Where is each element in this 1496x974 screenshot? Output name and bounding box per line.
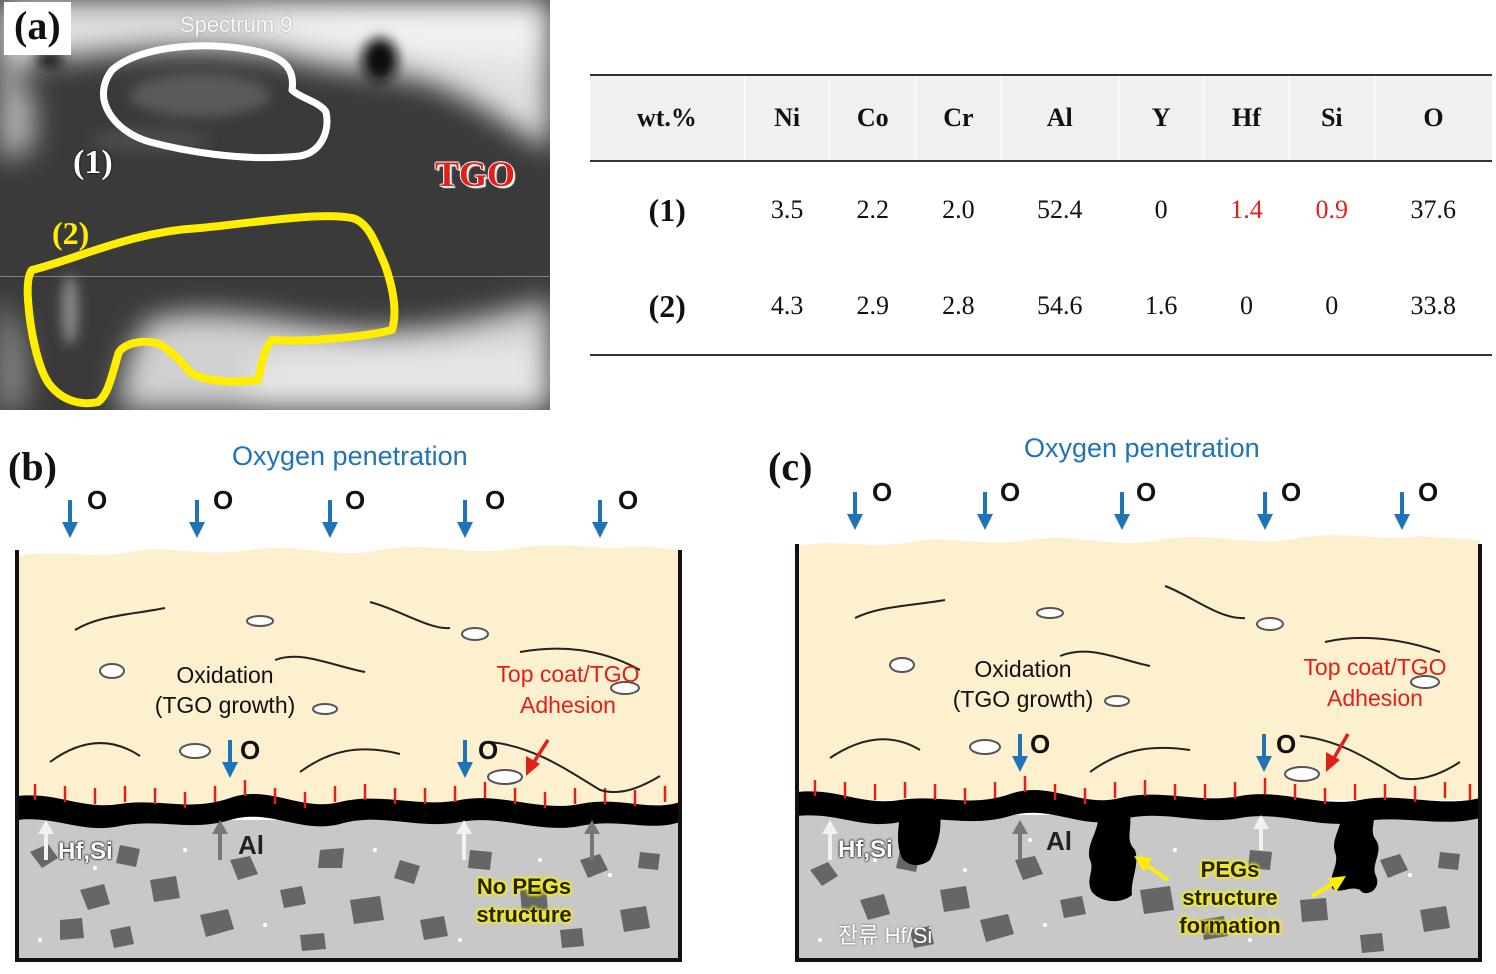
region-1-outline: [100, 42, 331, 162]
oxidation-label: Oxidation (TGO growth): [145, 660, 305, 720]
panel-c-title: Oxygen penetration: [1024, 433, 1260, 463]
header-ni: Ni: [743, 74, 830, 162]
oxygen-symbol: O: [1418, 477, 1439, 507]
table-cell: 2.0: [942, 195, 975, 224]
composition-table: wt.% Ni Co Cr Al Y Hf Si O (1) 3.5 2.2 2…: [590, 74, 1492, 356]
oxygen-symbol: O: [1030, 729, 1051, 759]
table-cell: 0: [1154, 195, 1168, 224]
oxygen-symbol: O: [1000, 477, 1021, 507]
oxygen-symbol: O: [485, 485, 506, 515]
region-1-label: (1): [73, 144, 113, 181]
tgo-label: TGO: [435, 154, 516, 194]
adhesion-line2: Adhesion: [520, 692, 616, 718]
oxygen-symbol: O: [1136, 477, 1157, 507]
note-line1: No PEGs: [476, 874, 572, 899]
row-label: (1): [648, 191, 686, 228]
oxygen-symbol: O: [618, 485, 639, 515]
oxygen-symbol: O: [87, 485, 108, 515]
table-cell: 2.8: [915, 258, 1002, 356]
oxygen-symbol: O: [478, 735, 499, 765]
sem-image-panel: [0, 0, 550, 410]
oxygen-symbol: O: [1281, 477, 1302, 507]
adhesion-line1: Top coat/TGO: [496, 661, 640, 687]
table-cell: 0: [1203, 258, 1290, 356]
region-2-outline: [23, 212, 399, 408]
region-2-label: (2): [52, 215, 90, 251]
oxygen-symbol: O: [240, 735, 261, 765]
panel-b-title: Oxygen penetration: [232, 441, 468, 471]
table-row: (2) 4.3 2.9 2.8 54.6 1.6 0 0 33.8: [590, 258, 1492, 356]
oxygen-symbol: O: [872, 477, 893, 507]
oxidation-line2: (TGO growth): [952, 686, 1094, 712]
adhesion-line2: Adhesion: [1327, 685, 1423, 711]
hfsi-label: Hf,Si: [838, 836, 893, 863]
header-unit: wt.%: [590, 74, 745, 162]
hfsi-label: Hf,Si: [58, 838, 113, 865]
no-pegs-note: No PEGs structure: [456, 873, 592, 929]
schematic-c: [780, 420, 1496, 969]
table-cell: 54.6: [1001, 258, 1119, 356]
oxygen-symbol: O: [213, 485, 234, 515]
oxygen-symbol: O: [1276, 729, 1297, 759]
adhesion-label: Top coat/TGO Adhesion: [1290, 652, 1460, 714]
note-line2: structure: [1182, 885, 1278, 910]
row-label: (2): [590, 258, 745, 356]
table-row: (1) 3.5 2.2 2.0 52.4 0 1.4 0.9 37.6: [590, 161, 1492, 258]
table-cell-highlight: 0.9: [1315, 195, 1349, 224]
schematic-b: [0, 420, 700, 969]
table-cell: 2.2: [856, 195, 889, 224]
table-cell: 52.4: [1037, 195, 1083, 224]
note-line1: PEGs: [1200, 857, 1260, 882]
oxidation-line1: Oxidation: [974, 656, 1072, 682]
table-cell: 4.3: [744, 258, 830, 356]
al-label: Al: [238, 830, 264, 860]
oxygen-symbol: O: [345, 485, 366, 515]
panel-c-label: (c): [768, 444, 813, 489]
table-cell: 2.9: [829, 258, 916, 356]
table-cell: 33.8: [1374, 258, 1492, 356]
panel-b-label: (b): [8, 444, 57, 489]
adhesion-line1: Top coat/TGO: [1303, 654, 1447, 680]
header-al: Al: [1000, 74, 1119, 162]
panel-a-label: (a): [4, 2, 71, 55]
note-line3: formation: [1179, 913, 1281, 938]
table-cell: 1.6: [1118, 258, 1204, 356]
pegs-formation-note: PEGs structure formation: [1162, 856, 1298, 940]
header-hf: Hf: [1203, 74, 1290, 162]
table-cell: 3.5: [770, 195, 804, 224]
table-header-row: wt.% Ni Co Cr Al Y Hf Si O: [590, 74, 1492, 162]
oxidation-line1: Oxidation: [176, 662, 274, 688]
table-cell: 37.6: [1410, 195, 1456, 224]
residual-label: 잔류 Hf/Si: [838, 923, 933, 948]
al-label: Al: [1046, 826, 1072, 856]
header-o: O: [1373, 74, 1492, 162]
oxidation-line2: (TGO growth): [154, 692, 296, 718]
header-cr: Cr: [915, 74, 1002, 162]
table-cell-highlight: 1.4: [1230, 195, 1263, 224]
adhesion-label: Top coat/TGO Adhesion: [484, 659, 652, 721]
header-y: Y: [1118, 74, 1204, 162]
oxidation-label: Oxidation (TGO growth): [941, 654, 1105, 714]
header-si: Si: [1288, 74, 1375, 162]
header-co: Co: [829, 74, 916, 162]
spectrum-label: Spectrum 9: [180, 12, 293, 37]
table-cell: 0: [1289, 258, 1375, 356]
note-line2: structure: [476, 902, 572, 927]
